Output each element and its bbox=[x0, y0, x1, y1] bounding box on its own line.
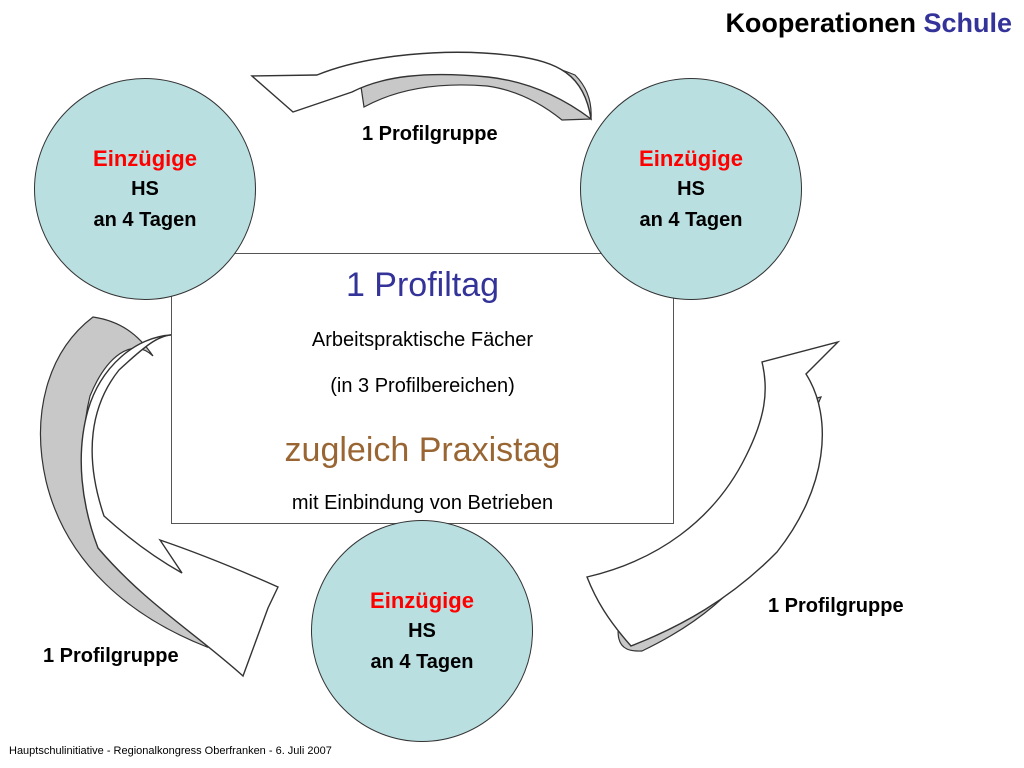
profile-day-title: 1 Profiltag bbox=[345, 266, 500, 304]
school-kind-left: HS bbox=[131, 177, 159, 200]
school-kind-right: HS bbox=[677, 177, 705, 200]
profile-group-label-right: 1 Profilgruppe bbox=[768, 595, 904, 617]
school-type-left: Einzügige bbox=[93, 145, 197, 171]
school-days-bottom: an 4 Tagen bbox=[370, 650, 474, 673]
school-type-bottom: Einzügige bbox=[370, 587, 474, 613]
left-curved-arrow-icon bbox=[40, 316, 279, 678]
right-curved-arrow-icon bbox=[586, 340, 841, 652]
practical-subjects-label: Arbeitspraktische Fächer bbox=[311, 329, 534, 351]
profile-day-box: 1 Profiltag Arbeitspraktische Fächer (in… bbox=[171, 253, 674, 524]
school-circle-right: Einzügige HS an 4 Tagen bbox=[580, 78, 802, 300]
practice-day-title: zugleich Praxistag bbox=[284, 431, 561, 469]
school-type-right: Einzügige bbox=[639, 145, 743, 171]
slide-title-main: Kooperationen bbox=[725, 8, 916, 38]
footer-text: Hauptschulinitiative - Regionalkongress … bbox=[9, 745, 332, 757]
business-integration-label: mit Einbindung von Betrieben bbox=[291, 492, 554, 514]
school-days-right: an 4 Tagen bbox=[639, 208, 743, 231]
profile-group-label-left: 1 Profilgruppe bbox=[43, 645, 179, 667]
school-days-left: an 4 Tagen bbox=[93, 208, 197, 231]
school-circle-bottom: Einzügige HS an 4 Tagen bbox=[311, 520, 533, 742]
slide-title: Kooperationen Schule bbox=[725, 8, 1012, 39]
profile-group-label-top: 1 Profilgruppe bbox=[362, 123, 498, 145]
left-arrow-front bbox=[80, 334, 279, 678]
top-curved-arrow-icon bbox=[250, 51, 592, 121]
slide-title-accent: Schule bbox=[923, 8, 1012, 38]
top-arrow-front bbox=[250, 51, 592, 121]
school-circle-left: Einzügige HS an 4 Tagen bbox=[34, 78, 256, 300]
school-kind-bottom: HS bbox=[408, 619, 436, 642]
profile-areas-label: (in 3 Profilbereichen) bbox=[330, 375, 515, 397]
right-arrow-front bbox=[586, 340, 841, 647]
